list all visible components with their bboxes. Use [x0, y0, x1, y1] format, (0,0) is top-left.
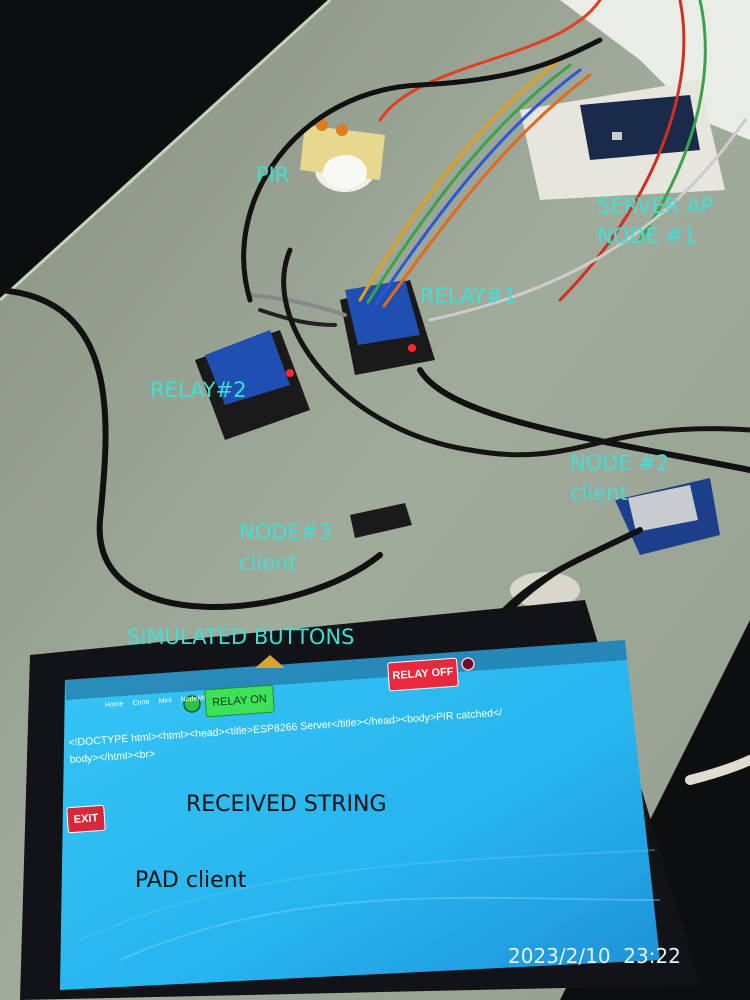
tab-contr[interactable]: Contr [132, 698, 150, 708]
label-server-line2: NODE #1 [597, 224, 697, 248]
relay-off-button[interactable]: RELAY OFF [387, 657, 459, 692]
label-node3-line2: client [239, 551, 297, 575]
exit-button[interactable]: EXIT [66, 804, 106, 834]
label-node2-line1: NODE #2 [570, 451, 670, 475]
label-node2-line2: client [570, 481, 628, 505]
label-pir: PIR [256, 163, 290, 187]
relay-on-button[interactable]: RELAY ON [204, 684, 275, 718]
received-string-note: RECEIVED STRING [186, 792, 387, 817]
pad-client-note: PAD client [135, 868, 247, 893]
label-server-line1: SERVER AP [597, 194, 713, 218]
label-relay1: RELAY#1 [420, 284, 517, 308]
photo-timestamp: 2023/2/10 23:22 [508, 944, 681, 968]
label-simulated-buttons: SIMULATED BUTTONS [127, 625, 355, 649]
received-text: <!DOCTYPE html><html><head><title>ESP826… [68, 705, 504, 769]
tab-mini[interactable]: Mini [158, 697, 172, 706]
label-relay2: RELAY#2 [150, 378, 247, 402]
tab-bar: Home Contr Mini NodeMCU [104, 684, 214, 711]
label-node3-line1: NODE#3 [239, 520, 332, 544]
tab-home[interactable]: Home [104, 700, 124, 709]
